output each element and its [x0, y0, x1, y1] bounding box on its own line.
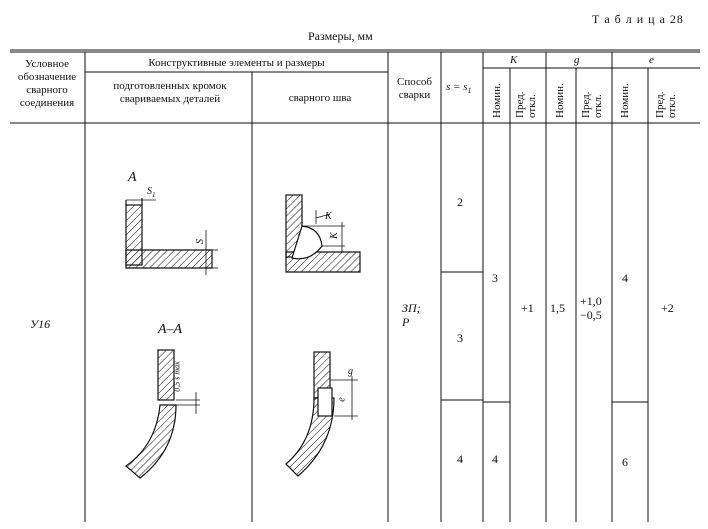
label-k-side: K — [328, 232, 340, 239]
header-K: K — [510, 54, 518, 66]
cell-e-nominal-1: 4 — [622, 271, 628, 285]
label-section-aa: A–A — [158, 322, 183, 337]
label-s: S — [195, 239, 206, 244]
cell-method-line2: Р — [402, 315, 410, 329]
prepared-edges-section — [125, 349, 200, 479]
cell-K-nominal-2: 4 — [492, 452, 498, 466]
weld-seam-view-a — [285, 194, 361, 273]
cell-g-tolerance-upper: +1,0 — [580, 294, 602, 308]
header-weld-seam: сварного шва — [288, 92, 352, 104]
label-k-top: K — [325, 211, 332, 222]
cell-method-line1: ЗП; — [402, 301, 421, 315]
table-caption: Размеры, мм — [308, 29, 373, 43]
header-designation: Условное обозначение сварного соединения — [17, 58, 77, 109]
header-prepared-edges: подготовленных кромок свариваемых детале… — [113, 80, 227, 105]
header-welding-method: Способ сварки — [397, 76, 432, 101]
header-g: g — [574, 54, 580, 66]
header-structural-elements: Конструктивные элементы и размеры — [148, 57, 325, 69]
cell-s-3: 4 — [457, 452, 463, 466]
cell-designation: У16 — [30, 317, 51, 331]
label-s1: S1 — [147, 186, 156, 199]
label-e: e — [336, 397, 348, 402]
cell-s-1: 2 — [457, 195, 463, 209]
cell-g-nominal: 1,5 — [550, 301, 565, 315]
label-view-a: A — [128, 170, 137, 185]
prepared-edges-view-a — [125, 198, 218, 275]
cell-s-2: 3 — [457, 331, 463, 345]
cell-e-nominal-2: 6 — [622, 455, 628, 469]
table-number-label: Т а б л и ц а 28 — [592, 12, 684, 26]
label-half-smax: 0,5 s max — [172, 361, 182, 392]
cell-g-tolerance-lower: −0,5 — [580, 308, 602, 322]
cell-K-tolerance: +1 — [521, 301, 534, 315]
cell-e-tolerance: +2 — [661, 301, 674, 315]
weld-seam-section — [285, 351, 358, 477]
label-g: g — [348, 366, 353, 377]
header-e: e — [649, 54, 654, 66]
header-s-equals-s1: s = s1 — [446, 81, 472, 96]
cell-K-nominal-1: 3 — [492, 271, 498, 285]
